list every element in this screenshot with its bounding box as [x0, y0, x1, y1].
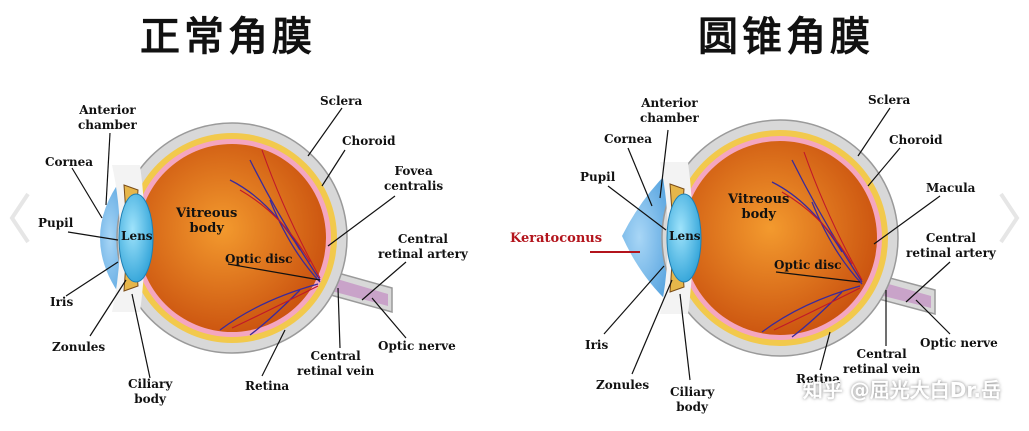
- label-optic-nerve-left: Optic nerve: [378, 339, 456, 353]
- watermark: 知乎 @屈光大白Dr.岳: [802, 378, 1001, 402]
- vitreous-left: [138, 144, 326, 332]
- label-retina-left: Retina: [245, 379, 290, 393]
- label-retina-right: Retina: [796, 372, 841, 386]
- label-central-retinal-artery-left: Central retinal artery: [378, 232, 468, 261]
- label-optic-nerve-right: Optic nerve: [920, 336, 998, 350]
- next-arrow-icon[interactable]: [995, 190, 1023, 246]
- lens-right: [666, 193, 702, 283]
- label-central-retinal-artery-right: Central retinal artery: [906, 231, 996, 260]
- prev-arrow-icon[interactable]: [6, 190, 34, 246]
- label-zonules-left: Zonules: [52, 340, 106, 354]
- label-central-retinal-vein-left: Central retinal vein: [297, 349, 375, 378]
- label-vitreous-body-left: Vitreous body: [176, 206, 238, 236]
- keratoconus-eye: [622, 119, 936, 357]
- title-normal-cornea: 正常角膜: [140, 14, 316, 60]
- label-fovea-centralis-left: Fovea centralis: [384, 164, 444, 193]
- left-leader-lines: [65, 107, 407, 379]
- label-zonules-right: Zonules: [596, 378, 650, 392]
- label-cornea-right: Cornea: [604, 132, 653, 146]
- label-lens-left: Lens: [121, 229, 153, 243]
- label-choroid-right: Choroid: [889, 133, 943, 147]
- label-vitreous-body-right: Vitreous body: [728, 192, 790, 222]
- label-sclera-left: Sclera: [320, 94, 363, 108]
- label-keratoconus: Keratoconus: [510, 231, 603, 246]
- label-iris-right: Iris: [585, 338, 609, 352]
- label-optic-disc-right: Optic disc: [774, 258, 842, 272]
- label-cornea-left: Cornea: [45, 155, 94, 169]
- label-choroid-left: Choroid: [342, 134, 396, 148]
- label-iris-left: Iris: [50, 295, 74, 309]
- cornea-keratoconus: [622, 172, 680, 302]
- label-macula-right: Macula: [926, 181, 976, 195]
- label-ciliary-body-right: Ciliary body: [670, 385, 715, 414]
- title-keratoconus: 圆锥角膜: [698, 14, 874, 60]
- vitreous-right: [683, 141, 877, 335]
- lens-left: [118, 193, 154, 283]
- label-pupil-left: Pupil: [38, 216, 74, 230]
- label-anterior-chamber-right: Anterior chamber: [640, 96, 699, 125]
- label-lens-right: Lens: [669, 229, 701, 243]
- label-sclera-right: Sclera: [868, 93, 911, 107]
- label-optic-disc-left: Optic disc: [225, 252, 293, 266]
- normal-eye: [100, 122, 393, 354]
- label-anterior-chamber-left: Anterior chamber: [78, 103, 137, 132]
- label-ciliary-body-left: Ciliary body: [128, 377, 173, 406]
- label-central-retinal-vein-right: Central retinal vein: [843, 347, 921, 376]
- label-pupil-right: Pupil: [580, 170, 616, 184]
- right-leader-lines: [590, 107, 951, 381]
